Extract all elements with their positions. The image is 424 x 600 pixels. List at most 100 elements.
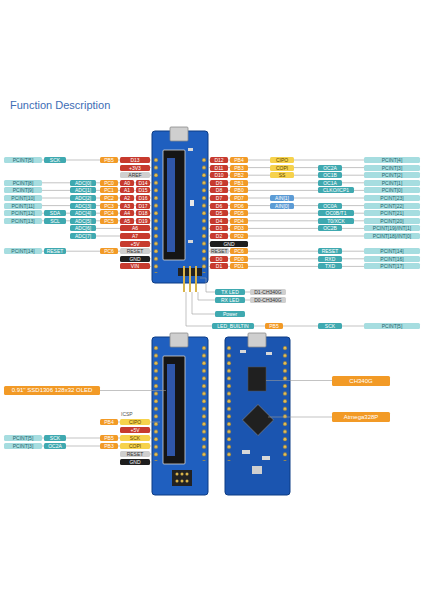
pin-header — [153, 157, 161, 273]
pin-text: +5V — [130, 427, 139, 433]
pin-label: D10 — [210, 172, 228, 178]
pin-label: CIPO — [120, 419, 150, 425]
pin-label: RESET — [120, 248, 150, 254]
pin-label: PCINT[12] — [4, 210, 42, 216]
oled-screen — [167, 158, 175, 252]
pin-text: D19 — [138, 218, 147, 224]
pin-label: PCINT[20] — [364, 218, 420, 224]
pin-label: RX LED — [215, 297, 245, 303]
pin-label: ADC[4] — [70, 210, 96, 216]
pin-label: D6 — [210, 203, 228, 209]
pin-text: PC6 — [234, 248, 244, 254]
pin-text: ADC[4] — [75, 210, 91, 216]
pin-label: T0/XCK — [318, 218, 354, 224]
pin-label: OC1B — [318, 172, 342, 178]
pin-label: OC0B/T1 — [318, 210, 354, 216]
pin-text: PB2 — [234, 172, 243, 178]
pin-label: D0 — [210, 256, 228, 262]
pin-text: AIN[0] — [275, 203, 289, 209]
pin-label: +5V — [120, 427, 150, 433]
pin-header — [281, 345, 289, 461]
pin-text: Atmega328P — [344, 414, 379, 420]
pin-text: SCK — [50, 435, 60, 441]
pin-text: ADC[5] — [75, 218, 91, 224]
pin-text: D11 — [215, 165, 224, 171]
pin-text: PCINT[17] — [380, 263, 403, 269]
leader-line — [266, 380, 332, 381]
pin-text: RESET — [47, 248, 64, 254]
pin-text: A7 — [132, 233, 138, 239]
crystal — [252, 466, 262, 474]
board-pcb — [152, 131, 208, 283]
pin-text: COPI — [129, 443, 141, 449]
pin-label: VIN — [120, 263, 150, 269]
pin-text: A2 — [124, 195, 130, 201]
pin-label: PCINT[13] — [4, 218, 42, 224]
pin-text: D10 — [214, 172, 223, 178]
usb-connector — [170, 333, 188, 347]
pin-label: A5 — [120, 218, 134, 224]
pin-text: A6 — [132, 225, 138, 231]
pin-label: PCINT[5] — [364, 323, 420, 329]
pin-label: Atmega328P — [332, 412, 390, 422]
pin-text: RESET — [322, 248, 339, 254]
leader-line — [268, 417, 332, 418]
pin-text: PCINT[16] — [380, 256, 403, 262]
pin-text: OC2B — [323, 225, 337, 231]
pin-label: PB4 — [100, 419, 118, 425]
pin-text: PB5 — [269, 323, 278, 329]
diagram-title: Function Description — [10, 99, 110, 111]
smd-part — [242, 450, 250, 454]
pin-text: LED_BUILTIN — [217, 323, 248, 329]
pin-text: PCINT[22] — [380, 203, 403, 209]
pin-text: PCINT[3] — [382, 165, 403, 171]
pin-label: +5V — [120, 241, 150, 247]
pin-text: TXD — [325, 263, 335, 269]
pin-label: PC6 — [100, 248, 118, 254]
pin-text: GND — [129, 459, 140, 465]
pin-text: PD1 — [234, 263, 244, 269]
pin-label: TX LED — [215, 289, 245, 295]
pin-text: A3 — [124, 203, 130, 209]
pin-label: PD6 — [230, 203, 248, 209]
pin-text: RESET — [127, 451, 144, 457]
pin-header — [226, 345, 234, 461]
leader-line — [192, 292, 215, 314]
pin-text: PCINT[5] — [13, 435, 34, 441]
pin-label: SDA — [44, 210, 66, 216]
icsp-pin — [181, 480, 184, 483]
pin-label: PCINT[0] — [364, 187, 420, 193]
pin-text: PC2 — [104, 195, 114, 201]
pin-label: RXD — [318, 256, 342, 262]
pin-text: D0 — [216, 256, 222, 262]
pin-label: D7 — [210, 195, 228, 201]
pin-label: CLKO/ICP1 — [318, 187, 354, 193]
pin-text: SCK — [130, 435, 140, 441]
pin-label: D13 — [120, 157, 150, 163]
pin-label: ADC[7] — [70, 233, 96, 239]
pin-label: PCINT[2] — [364, 172, 420, 178]
pin-text: A1 — [124, 187, 130, 193]
icsp-pin — [186, 480, 189, 483]
pin-text: PCINT[18]/INT[0] — [373, 233, 411, 239]
pin-text: PB4 — [234, 157, 243, 163]
header-pin — [183, 266, 185, 292]
pin-text: D7 — [216, 195, 222, 201]
pin-text: PCINT[1] — [382, 180, 403, 186]
pin-text: PB5 — [104, 157, 113, 163]
pin-label: COPI — [270, 165, 294, 171]
pin-text: PD5 — [234, 210, 244, 216]
pin-label: GND — [120, 256, 150, 262]
pin-label: RESET — [120, 451, 150, 457]
pin-label: PB5 — [100, 435, 118, 441]
pin-text: PB0 — [234, 187, 243, 193]
pin-label: Power — [215, 311, 245, 317]
pin-label: D4 — [210, 218, 228, 224]
pin-text: SCK — [325, 323, 335, 329]
pin-text: COPI — [276, 165, 288, 171]
pin-label: RESET — [44, 248, 66, 254]
microcontroller-chip — [242, 404, 273, 435]
pin-text: PCINT[8] — [13, 180, 34, 186]
pin-text: D4 — [216, 218, 222, 224]
pin-text: SS — [279, 172, 286, 178]
